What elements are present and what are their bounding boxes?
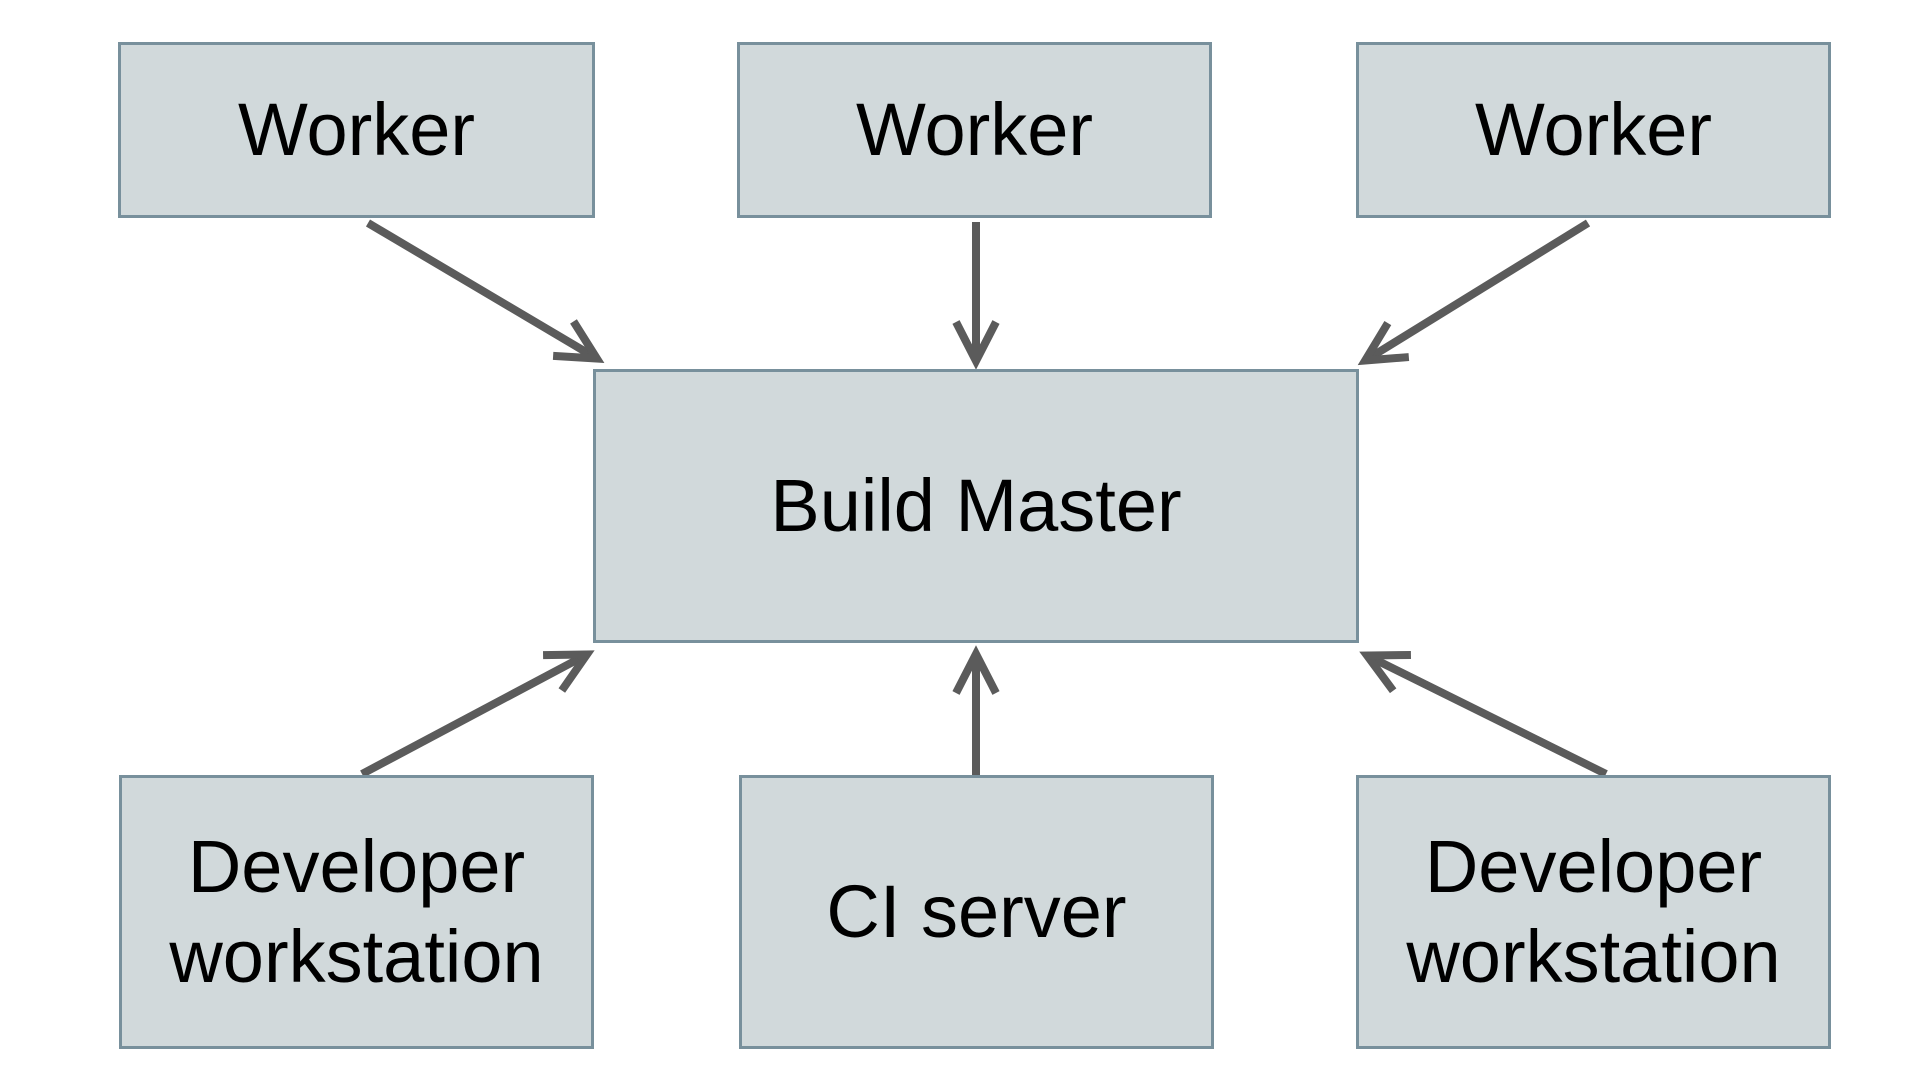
arrow-worker-1-to-build-master <box>365 219 605 363</box>
node-developer-workstation-right: Developer workstation <box>1356 775 1831 1049</box>
node-ci-server-label: CI server <box>826 870 1127 953</box>
node-developer-workstation-left-label: Developer workstation <box>169 825 544 998</box>
arrow-worker-3-to-build-master <box>1357 219 1591 366</box>
node-worker-3-label: Worker <box>1474 88 1713 171</box>
node-worker-1: Worker <box>118 42 595 218</box>
node-worker-1-label: Worker <box>237 88 476 171</box>
node-developer-workstation-left: Developer workstation <box>119 775 594 1049</box>
arrow-developer-workstation-right-to-build-master <box>1359 650 1608 778</box>
node-worker-3: Worker <box>1356 42 1831 218</box>
node-worker-2-label: Worker <box>855 88 1094 171</box>
node-developer-workstation-right-label: Developer workstation <box>1406 825 1781 998</box>
arrow-developer-workstation-left-to-build-master <box>360 650 595 778</box>
node-build-master-label: Build Master <box>770 464 1182 547</box>
node-ci-server: CI server <box>739 775 1214 1049</box>
node-build-master: Build Master <box>593 369 1359 643</box>
node-worker-2: Worker <box>737 42 1212 218</box>
